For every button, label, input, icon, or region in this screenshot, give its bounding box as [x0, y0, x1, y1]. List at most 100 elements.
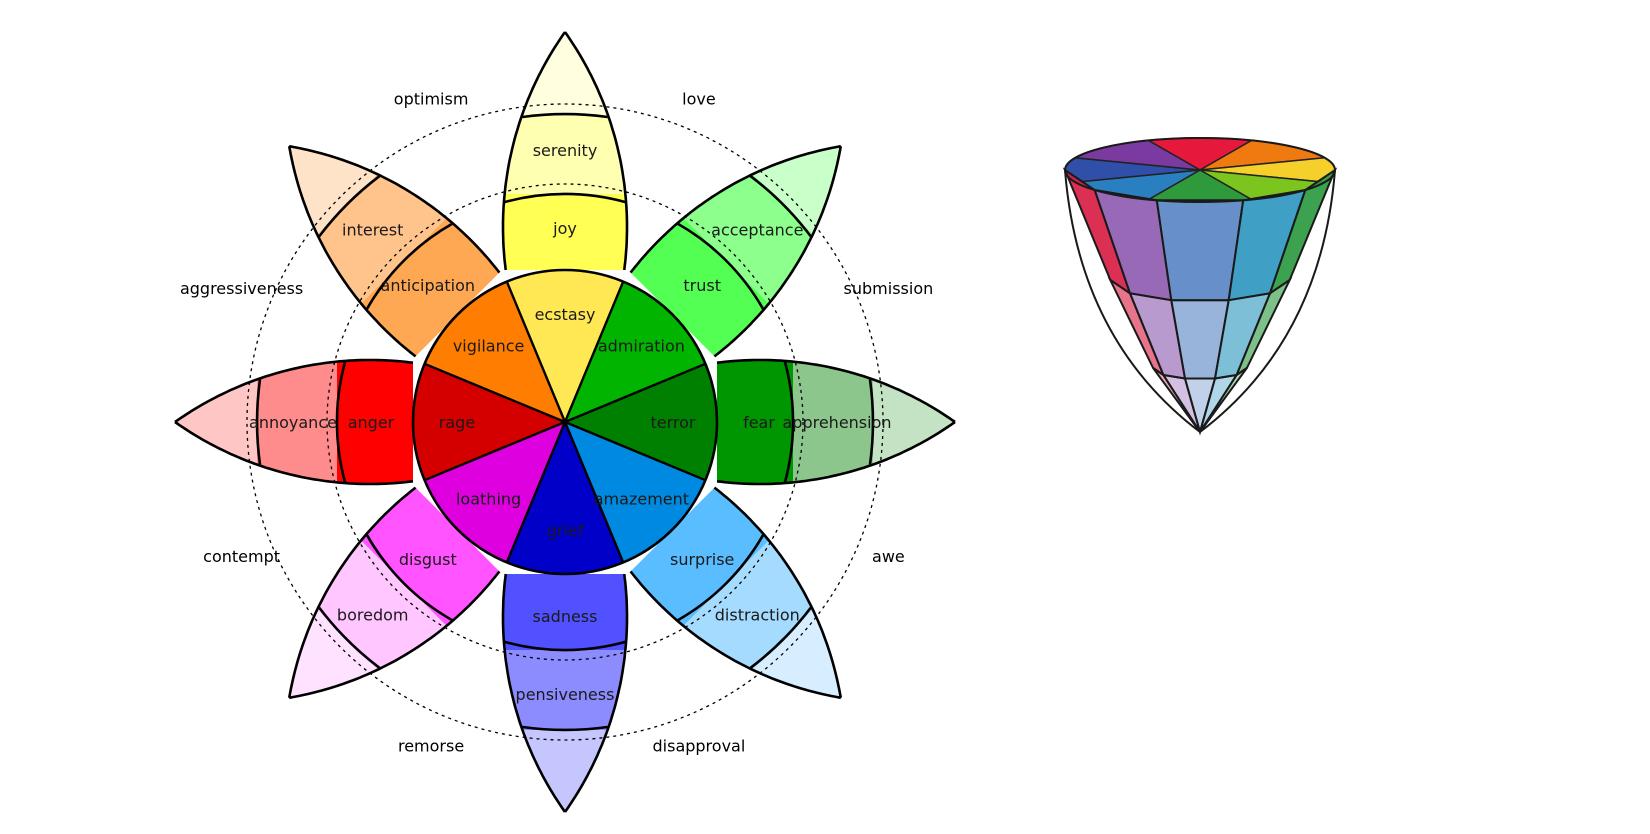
petal-surprise-edge-1: [713, 486, 843, 699]
sector-anticipation: [424, 281, 565, 422]
petal-disgust-band-1: [361, 487, 500, 626]
sector-anger: [413, 363, 565, 481]
petal-surprise-divider-2: [749, 606, 812, 669]
petal-anger-divider-2: [255, 379, 262, 465]
petal-fear-edge-1: [716, 358, 956, 424]
emotion-label-vigilance: vigilance: [453, 337, 525, 356]
petal-joy-band-1: [503, 194, 627, 270]
outer-dotted-circle: [246, 103, 884, 741]
petal-joy-edge-0: [563, 31, 629, 271]
petal-anger-band-2: [257, 361, 337, 483]
dyad-label-love: love: [682, 90, 716, 109]
sector-divider-1: [563, 281, 625, 423]
petal-anticipation-band-3: [289, 146, 378, 235]
petal-disgust-divider-1: [365, 534, 453, 622]
emotion-label-joy: joy: [552, 219, 577, 238]
emotion-label-trust: trust: [683, 276, 721, 295]
petal-sadness-band-2: [504, 650, 626, 730]
sector-disgust: [424, 422, 565, 563]
petal-anger-band-1: [337, 360, 413, 484]
petal-sadness-edge-0: [501, 573, 567, 813]
petal-anticipation-edge-1: [287, 145, 417, 358]
emotion-label-grief: grief: [547, 521, 584, 540]
dyad-label-disapproval: disapproval: [653, 736, 746, 755]
emotion-label-acceptance: acceptance: [711, 221, 803, 240]
petal-joy-edge-1: [501, 31, 567, 271]
emotion-label-anticipation: anticipation: [381, 276, 476, 295]
emotion-label-sadness: sadness: [533, 607, 598, 626]
petal-sadness-band-3: [522, 730, 608, 812]
emotion-label-rage: rage: [439, 413, 475, 432]
emotion-label-annoyance: annoyance: [249, 413, 337, 432]
petal-surprise-edge-0: [629, 570, 842, 700]
petal-anger-band-3: [175, 379, 257, 465]
sector-sadness: [506, 422, 624, 574]
petal-sadness-band-1: [503, 574, 627, 650]
emotion-label-anger: anger: [348, 413, 395, 432]
petal-trust-divider-1: [677, 222, 765, 310]
petal-joy-divider-1: [504, 192, 626, 204]
emotion-label-pensiveness: pensiveness: [516, 685, 615, 704]
dyad-label-awe: awe: [872, 547, 905, 566]
sector-divider-7: [424, 362, 566, 424]
petal-anticipation-divider-2: [318, 175, 381, 238]
emotion-label-interest: interest: [342, 221, 403, 240]
petal-trust-band-1: [630, 218, 769, 357]
sector-surprise: [565, 422, 706, 563]
sector-joy: [506, 270, 624, 422]
dyad-label-contempt: contempt: [203, 547, 280, 566]
sector-divider-6: [424, 420, 566, 482]
emotion-label-disgust: disgust: [399, 550, 457, 569]
petal-disgust-band-2: [317, 540, 447, 670]
petal-surprise-divider-1: [677, 534, 765, 622]
sector-divider-0: [505, 281, 567, 423]
emotion-label-surprise: surprise: [670, 550, 734, 569]
sector-fear: [565, 363, 717, 481]
dyad-label-optimism: optimism: [394, 90, 469, 109]
petal-fear-band-1: [717, 360, 793, 484]
cone-top-rim: [1064, 137, 1336, 203]
petal-disgust-divider-2: [318, 606, 381, 669]
petal-disgust-band-3: [289, 609, 378, 698]
emotion-label-ecstasy: ecstasy: [535, 305, 596, 324]
petal-surprise-band-1: [630, 487, 769, 626]
petal-anticipation-band-1: [361, 218, 500, 357]
petal-disgust-edge-1: [288, 570, 501, 700]
petal-surprise-band-3: [752, 609, 841, 698]
petal-anticipation-edge-0: [288, 144, 501, 274]
petal-joy-divider-2: [522, 112, 608, 119]
petal-fear-divider-2: [868, 379, 875, 465]
dyad-label-remorse: remorse: [398, 736, 464, 755]
emotion-label-admiration: admiration: [598, 337, 685, 356]
sector-trust: [565, 281, 706, 422]
petal-surprise-band-2: [683, 540, 813, 670]
petal-trust-edge-0: [713, 145, 843, 358]
petal-anticipation-band-2: [317, 174, 447, 304]
emotion-label-amazement: amazement: [594, 489, 689, 508]
petal-fear-edge-0: [716, 420, 956, 486]
petal-sadness-edge-1: [563, 573, 629, 813]
emotion-label-serenity: serenity: [533, 141, 598, 160]
sector-divider-4: [563, 421, 625, 563]
sector-divider-3: [564, 420, 706, 482]
petal-trust-band-2: [683, 174, 813, 304]
petal-trust-divider-2: [749, 175, 812, 238]
petal-fear-divider-1: [783, 361, 795, 483]
sector-divider-2: [564, 362, 706, 424]
dyad-label-submission: submission: [844, 279, 934, 298]
petal-fear-band-3: [873, 379, 955, 465]
petal-trust-edge-1: [629, 144, 842, 274]
petal-trust-band-3: [752, 146, 841, 235]
petal-disgust-edge-0: [287, 486, 417, 699]
emotion-label-boredom: boredom: [337, 605, 409, 624]
sector-divider-5: [505, 421, 567, 563]
petal-sadness-divider-2: [522, 725, 608, 732]
petal-sadness-divider-1: [504, 640, 626, 652]
emotion-label-fear: fear: [743, 413, 775, 432]
petal-anticipation-divider-1: [365, 222, 453, 310]
petal-anger-edge-0: [174, 358, 414, 424]
dyad-label-aggressiveness: aggressiveness: [180, 279, 303, 298]
petal-anger-edge-1: [174, 420, 414, 486]
cone-outline: [1064, 169, 1336, 434]
